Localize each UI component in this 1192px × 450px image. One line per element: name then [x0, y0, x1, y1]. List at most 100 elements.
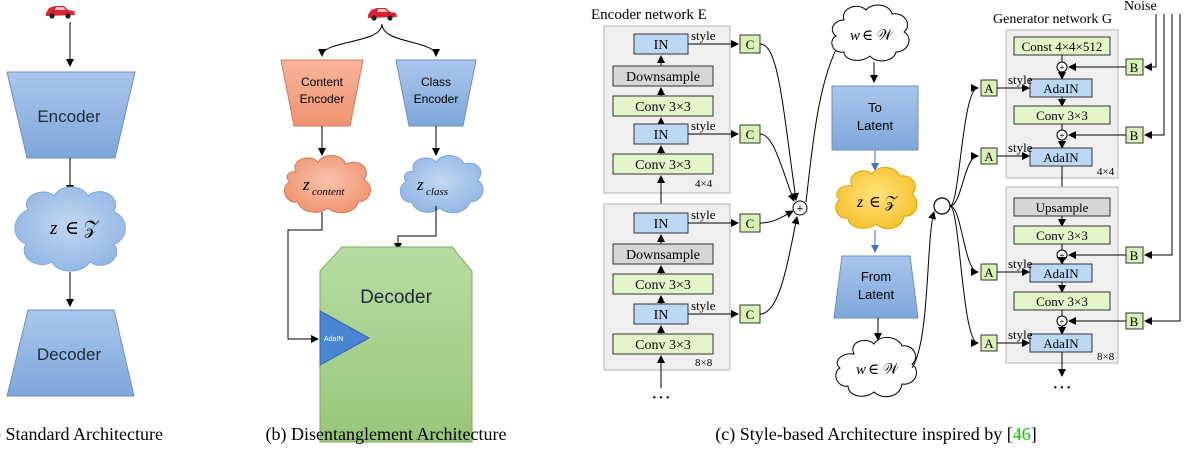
class-encoder-block: [395, 59, 477, 127]
adain-label: AdaIN: [1043, 81, 1079, 96]
z-content-var: z: [302, 175, 310, 194]
c-label: C: [746, 307, 755, 322]
citation-link[interactable]: 46: [1013, 424, 1031, 444]
style-label: style: [691, 298, 716, 313]
style-label: style: [691, 118, 716, 133]
caption-c-text: (c) Style-based Architecture inspired by…: [715, 424, 1012, 445]
b-label: B: [1130, 60, 1139, 75]
conv-label: Conv 3×3: [635, 100, 691, 115]
decoder-block: [6, 309, 135, 397]
plus-icon: +: [1060, 251, 1065, 260]
caption-c-end: ]: [1031, 424, 1037, 444]
style-label: style: [1008, 256, 1033, 271]
in-label: IN: [654, 38, 669, 53]
resolution-label: 4×4: [1097, 166, 1115, 178]
adain-block: [1029, 263, 1093, 283]
b-label: B: [1130, 314, 1139, 329]
class-encoder-label-1: Class: [421, 75, 451, 89]
noise-label: Noise: [1124, 0, 1157, 14]
adain-label: AdaIN: [1043, 266, 1079, 281]
in-label: IN: [654, 308, 669, 323]
resolution-label: 8×8: [695, 357, 713, 369]
conv-block: [612, 273, 714, 295]
caption-b: (b) Disentanglement Architecture: [266, 424, 507, 445]
decoder-block: [319, 246, 473, 443]
c-label: C: [746, 216, 755, 231]
panel-c: Encoder network E IN Downsample Conv 3×3…: [591, 0, 1181, 445]
downsample-label: Downsample: [626, 70, 700, 85]
latent-z-set: ∈ 𝒵: [65, 218, 100, 239]
noise-connections: [1068, 14, 1181, 325]
const-label: Const 4×4×512: [1022, 39, 1103, 54]
generator-network-title: Generator network G: [993, 12, 1112, 27]
upsample-label: Upsample: [1036, 200, 1089, 215]
z-var: z: [856, 194, 864, 211]
caption-a: (a) Standard Architecture: [0, 424, 163, 445]
encoder-label: Encoder: [37, 107, 101, 126]
encoder-network-title: Encoder network E: [591, 7, 707, 23]
conv-label: Conv 3×3: [635, 278, 691, 293]
z-class-cloud: [399, 155, 484, 214]
from-latent-block: [833, 255, 919, 319]
a-label: A: [984, 265, 994, 280]
caption-c: (c) Style-based Architecture inspired by…: [715, 424, 1036, 445]
to-latent-block: [831, 85, 919, 151]
style-label: style: [1008, 140, 1033, 155]
ellipsis: ···: [651, 387, 671, 409]
a-label: A: [984, 336, 994, 351]
conv-block: [612, 153, 714, 175]
downsample-label: Downsample: [626, 248, 700, 263]
a-style-connections: [997, 84, 1030, 347]
latent-z-var: z: [49, 218, 58, 239]
conv-label: Conv 3×3: [1036, 228, 1088, 243]
conv-block: [612, 95, 714, 117]
decoder-label: Decoder: [37, 345, 102, 364]
class-encoder-label-2: Encoder: [414, 92, 459, 106]
style-connections: [688, 40, 739, 318]
style-label: style: [691, 28, 716, 43]
conv-label: Conv 3×3: [635, 338, 691, 353]
ellipsis: ···: [1052, 377, 1072, 399]
sum-node: [792, 200, 808, 216]
z-class-sub: class: [426, 186, 448, 198]
c-label: C: [746, 127, 755, 142]
adain-block: [1029, 333, 1093, 353]
panel-a: Encoder z ∈ 𝒵 Decoder (a) Standard Archi…: [0, 6, 163, 445]
panel-b: Content Encoder Class Encoder z content …: [266, 8, 507, 445]
w-var: w: [856, 362, 866, 378]
adain-block: [319, 310, 371, 366]
resolution-label: 4×4: [695, 178, 713, 190]
to-latent-label-2: Latent: [857, 118, 894, 133]
affine-connections: [949, 84, 979, 347]
style-label: style: [691, 207, 716, 222]
w-set: ∈ 𝒲: [862, 28, 894, 44]
plus-icon: +: [1060, 317, 1065, 326]
sum-plus-icon: +: [797, 203, 803, 215]
downsample-block: [612, 65, 714, 87]
conv-label: Conv 3×3: [1036, 108, 1088, 123]
downsample-block: [612, 243, 714, 265]
z-content-sub: content: [312, 186, 345, 198]
w-broadcast-node: [933, 197, 951, 215]
adain-block: [1029, 78, 1093, 98]
plus-icon: +: [1060, 63, 1065, 72]
car-input-image: [46, 6, 75, 19]
content-encoder-label-1: Content: [301, 75, 344, 89]
style-label: style: [1008, 327, 1033, 342]
in-label: IN: [654, 128, 669, 143]
conv-block: [612, 333, 714, 355]
conv-label: Conv 3×3: [1036, 294, 1088, 309]
b-label: B: [1130, 128, 1139, 143]
to-latent-label-1: To: [868, 100, 882, 115]
decoder-label: Decoder: [360, 287, 432, 308]
latent-cloud-z: [14, 186, 126, 272]
encoder-block: [6, 71, 136, 159]
conv-label: Conv 3×3: [635, 158, 691, 173]
adain-label: AdaIN: [1043, 336, 1079, 351]
w-cloud-bottom: [835, 337, 917, 398]
w-cloud-top: [831, 4, 910, 62]
w-set: ∈ 𝒲: [868, 362, 900, 378]
adain-label: AdaIN: [324, 336, 343, 343]
adain-label: AdaIN: [1043, 150, 1079, 165]
